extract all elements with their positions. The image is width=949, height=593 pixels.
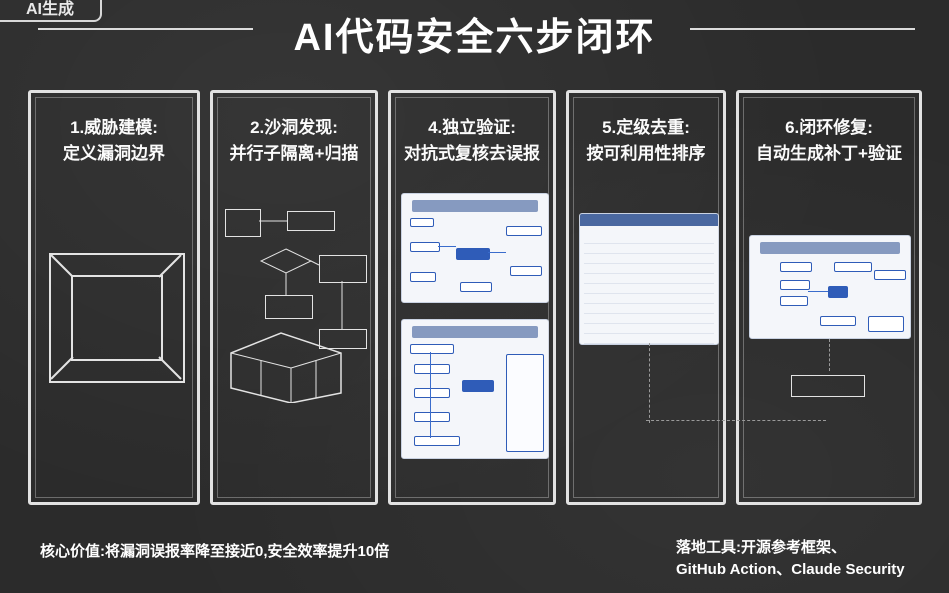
step-panel-1: 1.威胁建模: 定义漏洞边界 — [28, 90, 200, 505]
title-divider-right — [690, 28, 915, 30]
loop-connector — [649, 343, 651, 423]
verify-result-box — [791, 375, 865, 397]
step-3-title: 4.独立验证: 对抗式复核去误报 — [404, 118, 540, 163]
ai-generated-badge: AI生成 — [0, 0, 102, 22]
page-title: AI代码安全六步闭环 — [293, 17, 656, 59]
step-panel-4: 5.定级去重: 按可利用性排序 — [566, 90, 726, 505]
tools-text-line-1: 落地工具:开源参考框架、 — [676, 539, 846, 556]
step-4-title: 5.定级去重: 按可利用性排序 — [586, 118, 706, 163]
sandbox-flow-sketch — [221, 203, 373, 403]
validation-flow-card-top — [401, 193, 549, 303]
step-5-title: 6.闭环修复: 自动生成补丁+验证 — [756, 118, 902, 163]
step-2-title: 2.沙洞发现: 并行子隔离+归描 — [229, 118, 359, 163]
step-panel-2: 2.沙洞发现: 并行子隔离+归描 — [210, 90, 378, 505]
title-divider-left — [38, 28, 253, 30]
patch-flow-card — [749, 235, 911, 339]
core-value-text: 核心价值:将漏洞误报率降至接近0,安全效率提升10倍 — [40, 543, 390, 560]
step-panel-3: 4.独立验证: 对抗式复核去误报 — [388, 90, 556, 505]
ranking-table-card — [579, 213, 719, 345]
validation-flow-card-bottom — [401, 319, 549, 459]
step-panel-5: 6.闭环修复: 自动生成补丁+验证 — [736, 90, 922, 505]
loop-return-line — [646, 420, 826, 422]
boundary-sketch — [49, 253, 185, 383]
tools-text-line-2: GitHub Action、Claude Security — [676, 561, 905, 578]
step-1-title: 1.威胁建模: 定义漏洞边界 — [63, 118, 165, 163]
loop-connector-down — [829, 339, 831, 371]
